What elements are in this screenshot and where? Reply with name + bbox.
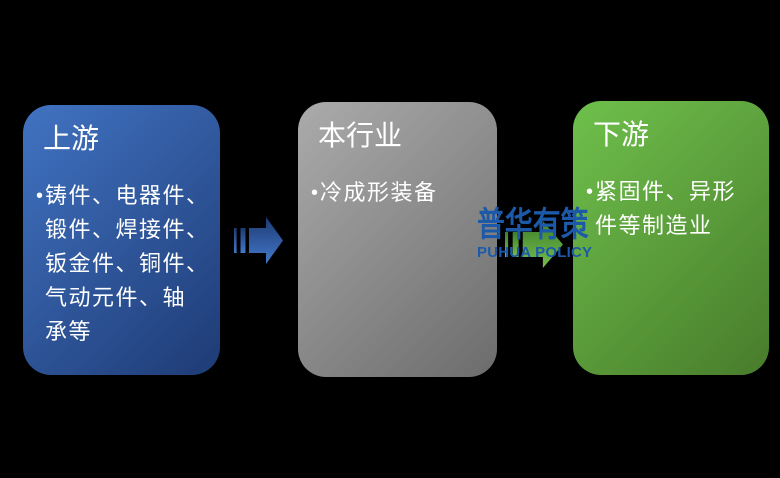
- downstream-bullet-item: • 紧固件、异形 件等制造业: [586, 175, 759, 243]
- right-arrow-icon: [234, 217, 283, 264]
- bullet-marker: •: [311, 182, 319, 204]
- industry-bullet-item: • 冷成形装备: [311, 176, 487, 210]
- bullet-marker: •: [586, 181, 594, 203]
- industry-box: 本行业 • 冷成形装备: [298, 102, 497, 377]
- upstream-title: 上游: [43, 123, 100, 154]
- downstream-box: 下游 • 紧固件、异形 件等制造业: [573, 101, 769, 375]
- right-arrow-icon: [505, 221, 563, 268]
- industry-title: 本行业: [318, 120, 403, 151]
- downstream-bullet-text: 紧固件、异形 件等制造业: [595, 179, 737, 238]
- upstream-bullet-item: • 铸件、电器件、 锻件、焊接件、 钣金件、铜件、 气动元件、轴 承等: [36, 179, 210, 349]
- upstream-box: 上游 • 铸件、电器件、 锻件、焊接件、 钣金件、铜件、 气动元件、轴 承等: [23, 105, 220, 375]
- bullet-marker: •: [36, 185, 44, 207]
- downstream-title: 下游: [593, 119, 650, 150]
- upstream-bullet-text: 铸件、电器件、 锻件、焊接件、 钣金件、铜件、 气动元件、轴 承等: [45, 183, 210, 344]
- industry-bullet-text: 冷成形装备: [320, 180, 438, 205]
